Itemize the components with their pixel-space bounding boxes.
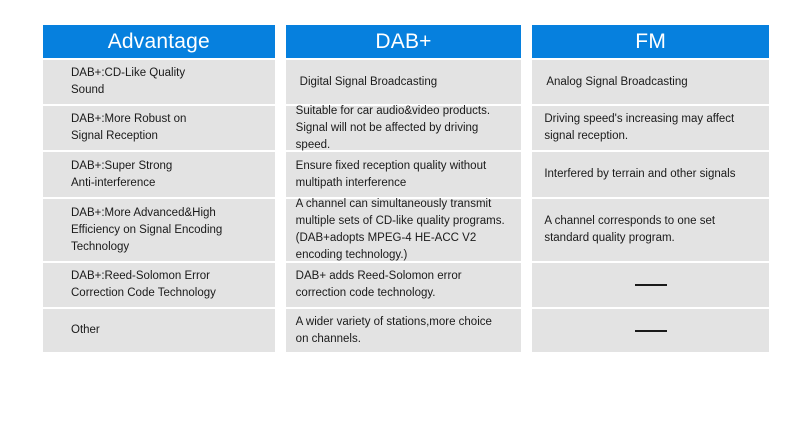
cell-line: on channels. (295, 332, 361, 345)
table-cell-dabplus-3: A channel can simultaneously transmit mul… (285, 198, 522, 261)
cell-line: correction code technology. (295, 287, 436, 299)
table-cell-dabplus-5: A wider variety of stations,more choice o… (285, 309, 522, 352)
cell-line: Suitable for car audio&video products. (295, 104, 491, 117)
cell-line: Driving speed's increasing may affect (544, 113, 735, 125)
cell-line: multiple sets of CD-like quality program… (295, 215, 505, 227)
dash-icon (634, 329, 667, 332)
table-cell-fm-5 (532, 309, 769, 352)
cell-line: multipath interference (295, 176, 407, 189)
cell-line: DAB+:Reed-Solomon Error (71, 270, 211, 282)
cell-line: Digital Signal Broadcasting (299, 75, 438, 88)
cell-line: speed. (295, 138, 331, 151)
cell-line: Technology (71, 240, 130, 253)
cell-line: (DAB+adopts MPEG-4 HE-ACC V2 (295, 232, 477, 244)
table-cell-fm-1: Driving speed's increasing may affect sig… (532, 106, 769, 150)
cell-line: Sound (71, 84, 105, 96)
table-cell-dabplus-1: Suitable for car audio&video products. Si… (285, 104, 522, 151)
dash-icon (634, 284, 667, 286)
table-cell-dabplus-2: Ensure fixed reception quality without mu… (285, 152, 522, 197)
cell-line: Other (71, 324, 100, 336)
cell-line: DAB+:Super Strong (71, 159, 173, 172)
cell-line: DAB+:More Advanced&High (71, 206, 216, 219)
cell-line: Correction Code Technology (71, 287, 216, 299)
cell-line: standard quality program. (544, 232, 675, 244)
cell-line: Signal will not be affected by driving (295, 121, 479, 134)
table-cell-advantage-5: Other (43, 309, 275, 352)
column-header-dabplus: DAB+ (285, 25, 522, 58)
table-cell-fm-3: A channel corresponds to one set standard… (532, 199, 769, 261)
column-header-advantage: Advantage (43, 25, 275, 58)
cell-line: encoding technology.) (295, 249, 408, 261)
cell-line: Efficiency on Signal Encoding (71, 223, 223, 236)
table-cell-fm-2: Interfered by terrain and other signals (532, 152, 769, 197)
cell-line: Signal Reception (71, 130, 158, 142)
table-cell-fm-4 (532, 263, 769, 307)
table-cell-advantage-1: DAB+:More Robust on Signal Reception (43, 106, 275, 150)
cell-line: A channel corresponds to one set (544, 215, 716, 227)
cell-line: A channel can simultaneously transmit (295, 198, 492, 210)
cell-line: Analog Signal Broadcasting (546, 75, 688, 88)
column-header-fm: FM (532, 25, 769, 58)
cell-line: DAB+:CD-Like Quality (71, 67, 186, 79)
cell-line: Anti-interference (71, 176, 156, 189)
cell-line: DAB+ adds Reed-Solomon error (295, 270, 462, 282)
cell-line: signal reception. (544, 130, 629, 142)
cell-line: Ensure fixed reception quality without (295, 159, 487, 172)
table-cell-dabplus-4: DAB+ adds Reed-Solomon error correction c… (285, 263, 522, 307)
cell-line: DAB+:More Robust on (71, 113, 187, 125)
table-cell-fm-0: Analog Signal Broadcasting (532, 60, 769, 104)
table-cell-dabplus-0: Digital Signal Broadcasting (285, 60, 522, 104)
cell-line: A wider variety of stations,more choice (295, 315, 492, 328)
cell-line: Interfered by terrain and other signals (544, 168, 736, 180)
